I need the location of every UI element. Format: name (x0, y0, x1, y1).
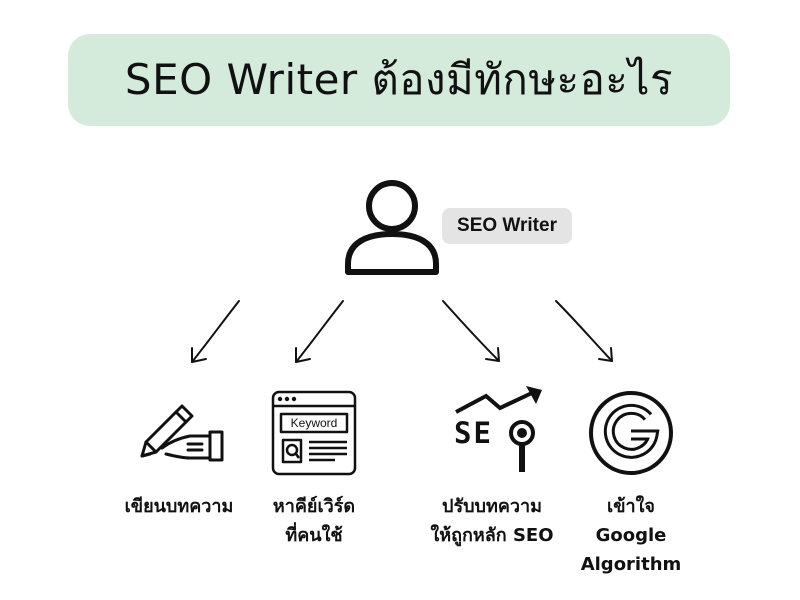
arrow-to-seo (442, 300, 500, 362)
keyword-box-text: Keyword (290, 416, 338, 430)
skill-label-line: ปรับบทความ (442, 496, 542, 517)
skill-label-line: ให้ถูกหลัก SEO (430, 525, 554, 546)
skill-label-write: เขียนบทความ (104, 492, 254, 521)
arrow-to-keyword (295, 300, 344, 363)
skill-label-line: Algorithm (580, 554, 682, 575)
skill-label-line: เขียนบทความ (124, 496, 234, 517)
title-banner: SEO Writer ต้องมีทักษะอะไร (68, 34, 730, 126)
seo-letters: SE (454, 416, 493, 450)
skill-label-line: ที่คนใช้ (285, 525, 343, 546)
keyword-browser-icon: Keyword (271, 390, 357, 476)
writer-badge: SEO Writer (442, 208, 572, 244)
person-icon (345, 180, 439, 275)
seo-trend-icon: SE (452, 386, 548, 476)
writing-hand-icon (140, 404, 224, 462)
skill-label-line: เข้าใจ (607, 496, 655, 517)
arrow-to-write (191, 300, 240, 363)
diagram-title: SEO Writer ต้องมีทักษะอะไร (124, 55, 674, 104)
skill-label-line: หาคีย์เวิร์ด (272, 496, 356, 517)
skill-label-seo: ปรับบทความ ให้ถูกหลัก SEO (417, 492, 567, 550)
skill-label-keyword: หาคีย์เวิร์ด ที่คนใช้ (239, 492, 389, 550)
skill-label-line: Google (595, 525, 667, 546)
arrow-to-google (555, 300, 613, 362)
google-logo-icon (589, 391, 673, 475)
skill-label-google: เข้าใจ Google Algorithm (556, 492, 706, 579)
